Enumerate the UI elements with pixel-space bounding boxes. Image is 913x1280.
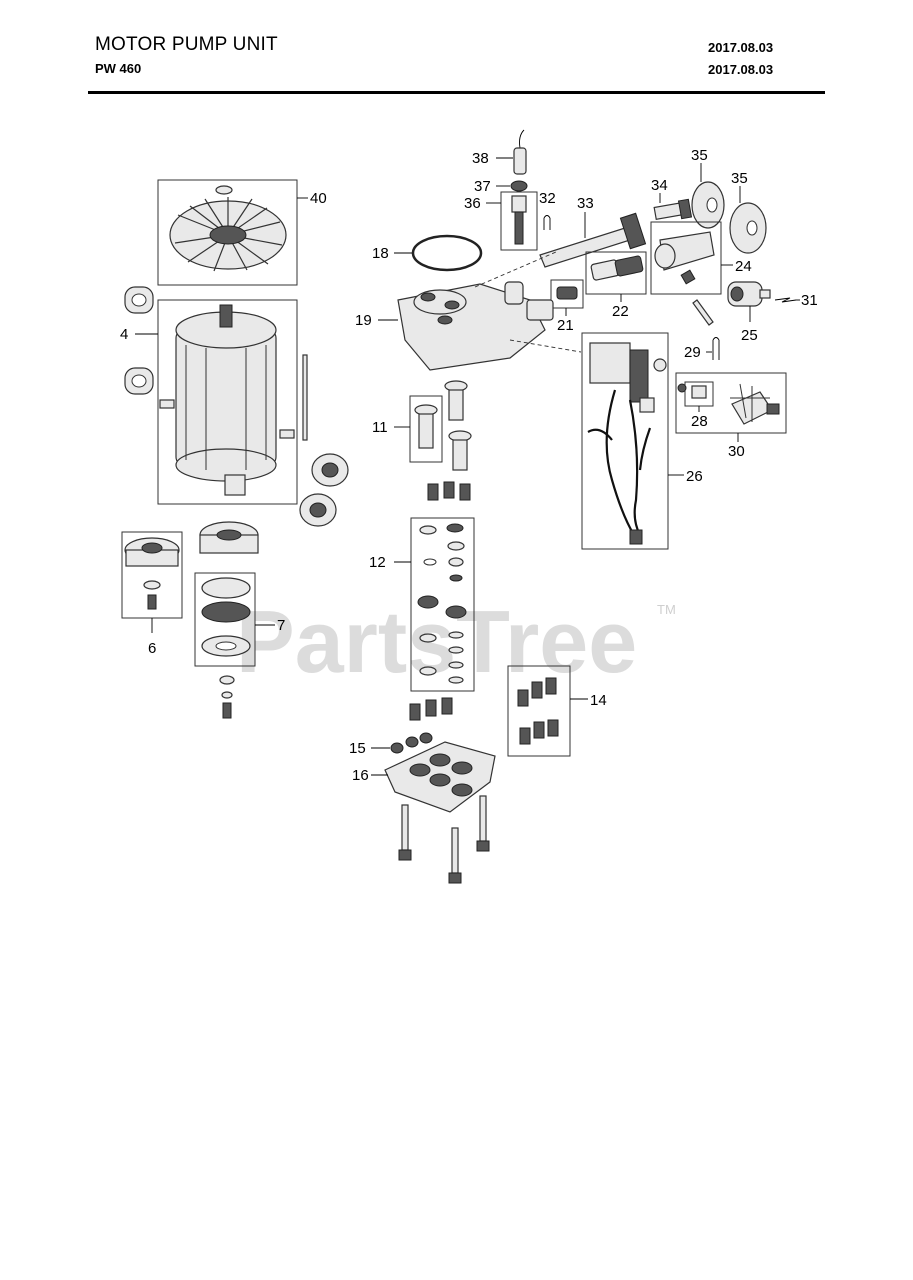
callout-21[interactable]: 21 (557, 317, 574, 334)
revision-date-top: 2017.08.03 (708, 40, 774, 55)
callout-6[interactable]: 6 (148, 640, 156, 657)
callout-30[interactable]: 30 (728, 443, 745, 460)
group-22-box (585, 251, 647, 295)
callout-15[interactable]: 15 (349, 740, 366, 757)
valve-assembly-part[interactable] (517, 677, 559, 745)
callout-22[interactable]: 22 (612, 303, 629, 320)
bolt-part[interactable] (653, 198, 693, 221)
valve-springs-lower[interactable] (409, 697, 453, 721)
end-cap-upper[interactable] (124, 286, 154, 314)
group-36-box (500, 191, 538, 251)
end-cap-lower[interactable] (124, 367, 154, 395)
group-12-box (410, 517, 475, 692)
callout-25[interactable]: 25 (741, 327, 758, 344)
fan-group-box (157, 179, 298, 286)
pump-head-plate-part[interactable] (384, 741, 496, 813)
lance-tube-part[interactable] (539, 212, 647, 268)
bearing-cap-part[interactable] (124, 537, 180, 610)
valve-part[interactable] (511, 195, 527, 245)
callout-34[interactable]: 34 (651, 177, 668, 194)
tie-rod[interactable] (302, 354, 308, 441)
callout-35-a[interactable]: 35 (691, 147, 708, 164)
callout-32[interactable]: 32 (539, 190, 556, 207)
callout-29[interactable]: 29 (684, 344, 701, 361)
callout-38[interactable]: 38 (472, 150, 489, 167)
watermark-tm: TM (657, 602, 676, 617)
callout-18[interactable]: 18 (372, 245, 389, 262)
model-number: PW 460 (95, 61, 142, 76)
callout-7[interactable]: 7 (277, 617, 285, 634)
callout-11[interactable]: 11 (372, 419, 388, 436)
header-divider (88, 91, 825, 94)
group-30-box (675, 372, 787, 434)
seal-kit-part[interactable] (417, 523, 467, 684)
fan-part[interactable] (169, 185, 287, 272)
callout-36[interactable]: 36 (464, 195, 481, 212)
callout-24[interactable]: 24 (735, 258, 752, 275)
callout-19[interactable]: 19 (355, 312, 372, 329)
motor-part[interactable] (159, 304, 295, 496)
page-title: MOTOR PUMP UNIT (95, 34, 278, 55)
group-26-box (581, 332, 669, 550)
piston-part-upper[interactable] (444, 380, 472, 471)
callout-26[interactable]: 26 (686, 468, 703, 485)
washer-and-screw[interactable] (219, 675, 235, 719)
callout-14[interactable]: 14 (590, 692, 607, 709)
thermal-valve-part[interactable] (677, 383, 780, 425)
group-21-box (550, 279, 584, 309)
callout-35-b[interactable]: 35 (731, 170, 748, 187)
pump-manifold-part[interactable] (397, 281, 554, 371)
callout-4[interactable]: 4 (120, 326, 128, 343)
pin-part[interactable] (692, 299, 714, 326)
clip-31[interactable] (774, 297, 797, 303)
motor-group-box (157, 299, 298, 505)
callout-12[interactable]: 12 (369, 554, 386, 571)
hose-part[interactable] (513, 129, 527, 175)
plug-part[interactable] (390, 732, 433, 754)
check-valve-part[interactable] (556, 286, 578, 300)
wheel-part-a[interactable] (691, 181, 725, 229)
callout-28[interactable]: 28 (691, 413, 708, 430)
group-24-box (650, 221, 722, 295)
callout-33[interactable]: 33 (577, 195, 594, 212)
watermark-text: PartsTree (236, 592, 637, 691)
callout-31[interactable]: 31 (801, 292, 818, 309)
revision-date-bottom: 2017.08.03 (708, 62, 774, 77)
head-bolts[interactable] (398, 795, 490, 884)
group-11-box (409, 395, 443, 463)
callout-40[interactable]: 40 (310, 190, 327, 207)
pin-32[interactable] (543, 215, 551, 231)
switch-wiring-part[interactable] (587, 342, 667, 545)
knob-part[interactable] (727, 281, 771, 307)
clip-part[interactable] (510, 180, 528, 192)
fitting-part[interactable] (590, 255, 644, 281)
thrust-bearing-part[interactable] (201, 577, 251, 657)
valve-springs-upper[interactable] (427, 481, 471, 501)
group-7-box (194, 572, 256, 667)
pin-29[interactable] (712, 337, 720, 361)
piston-part-boxed[interactable] (414, 404, 438, 449)
group-14-box (507, 665, 571, 757)
unloader-part[interactable] (654, 231, 715, 285)
callout-37[interactable]: 37 (474, 178, 491, 195)
wheel-part-b[interactable] (729, 202, 767, 254)
bushing-lower[interactable] (299, 493, 337, 527)
bushing-upper[interactable] (311, 453, 349, 487)
o-ring-part[interactable] (411, 234, 483, 272)
swash-plate-part[interactable] (199, 521, 259, 554)
callout-16[interactable]: 16 (352, 767, 369, 784)
